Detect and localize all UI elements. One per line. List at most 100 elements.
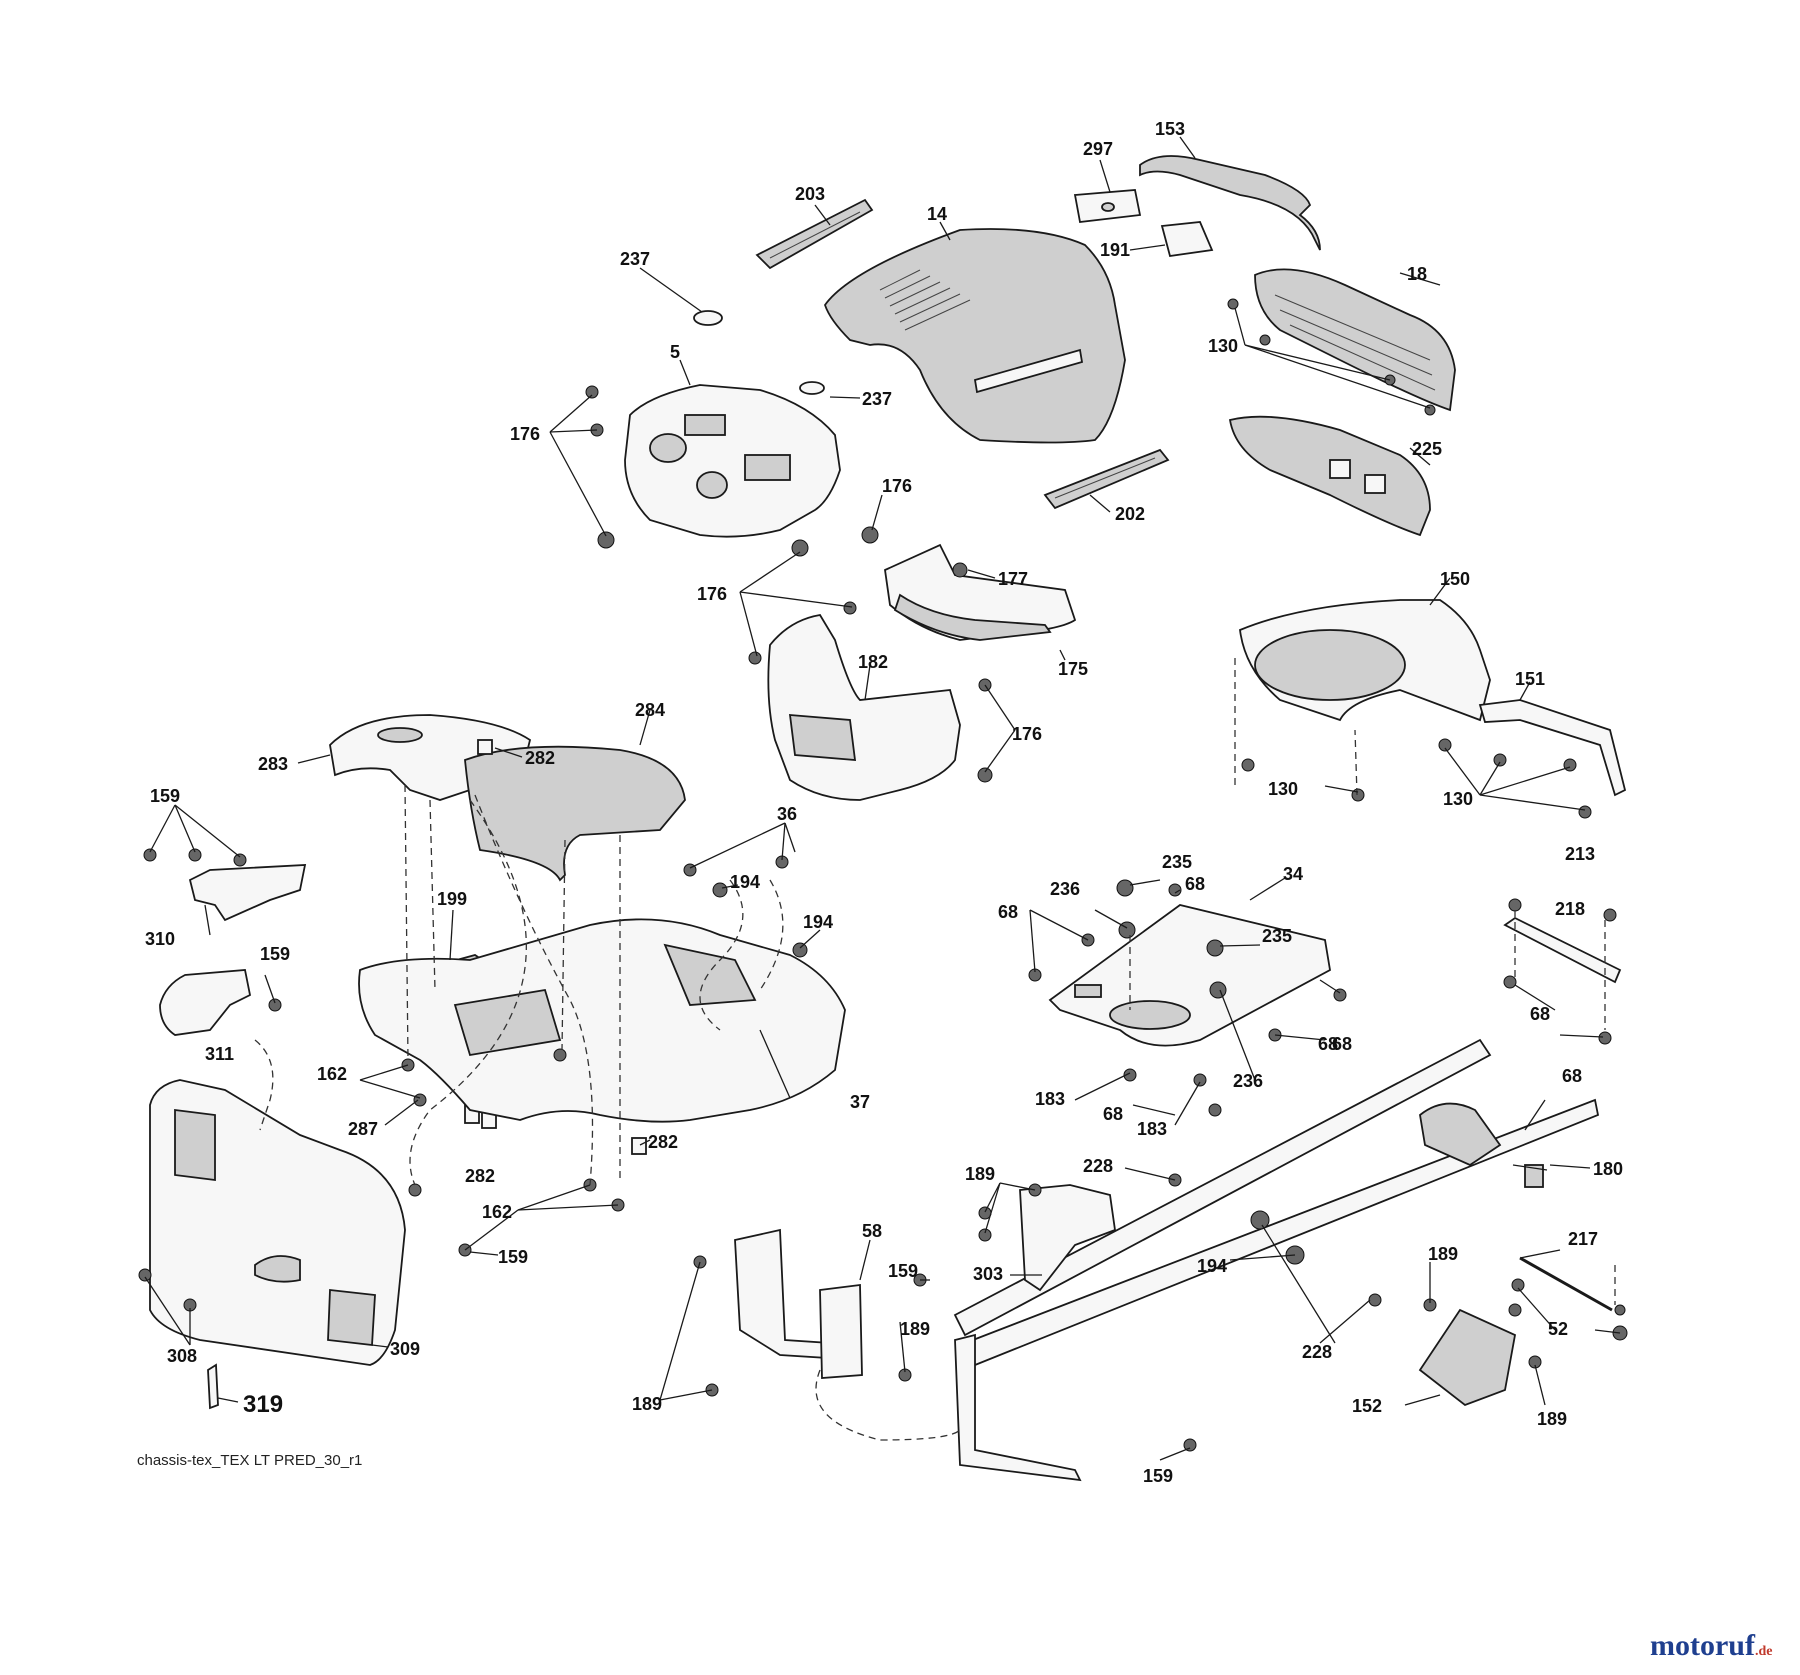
callout-label: 36 — [777, 804, 797, 824]
part-218-bracket — [1503, 916, 1622, 984]
part-151-bracket — [1478, 699, 1627, 797]
callout-label: 14 — [927, 204, 947, 224]
callout-label: 213 — [1565, 844, 1595, 864]
part-237-plug-top — [693, 310, 723, 326]
callout-label: 303 — [973, 1264, 1003, 1284]
part-175-bracket — [884, 543, 1077, 641]
callout-label: 236 — [1050, 879, 1080, 899]
callout-label: 183 — [1035, 1089, 1065, 1109]
callout-label: 310 — [145, 929, 175, 949]
callout-label: 191 — [1100, 240, 1130, 260]
callout-label: 159 — [888, 1261, 918, 1281]
callout-label: 283 — [258, 754, 288, 774]
callout-label: 228 — [1083, 1156, 1113, 1176]
part-297-block — [1073, 189, 1142, 223]
part-284-seat — [464, 745, 686, 882]
callout-label: 162 — [317, 1064, 347, 1084]
callout-label: 34 — [1283, 864, 1303, 884]
callout-label: 180 — [1593, 1159, 1623, 1179]
callout-label: 130 — [1443, 789, 1473, 809]
part-282-clips — [464, 739, 647, 1155]
callout-label: 68 — [1562, 1066, 1582, 1086]
callout-label: 159 — [498, 1247, 528, 1267]
callout-label: 194 — [1197, 1256, 1227, 1276]
part-180-frame — [953, 1038, 1600, 1482]
part-153-trim — [1139, 155, 1321, 251]
callout-label: 203 — [795, 184, 825, 204]
callout-label: 309 — [390, 1339, 420, 1359]
bolts — [138, 298, 1628, 1452]
callout-label: 282 — [465, 1166, 495, 1186]
callout-label: 218 — [1555, 899, 1585, 919]
callout-label: 176 — [1012, 724, 1042, 744]
callout-label: 311 — [205, 1044, 234, 1064]
part-303-plate — [1019, 1184, 1116, 1292]
svg-text:motoruf.de: motoruf.de — [1650, 1629, 1772, 1662]
part-182-dash-lower — [767, 614, 961, 801]
callout-label: 177 — [998, 569, 1028, 589]
callout-label: 319 — [243, 1391, 283, 1418]
callout-label: 236 — [1233, 1071, 1263, 1091]
callout-label: 151 — [1515, 669, 1545, 689]
callout-label: 217 — [1568, 1229, 1598, 1249]
callout-label: 189 — [1537, 1409, 1567, 1429]
part-177-nut — [952, 562, 968, 578]
callout-label: 68 — [1103, 1104, 1123, 1124]
callout-label: 150 — [1440, 569, 1470, 589]
callout-label: 182 — [858, 652, 888, 672]
callout-label: 183 — [1137, 1119, 1167, 1139]
callout-label: 130 — [1268, 779, 1298, 799]
callout-label: 176 — [697, 584, 727, 604]
callout-label: 308 — [167, 1346, 197, 1366]
part-237-plug-mid — [799, 381, 825, 395]
part-37-body — [358, 918, 846, 1123]
callout-label: 5 — [670, 342, 680, 362]
callout-label: 153 — [1155, 119, 1185, 139]
watermark-brand: motoruf — [1650, 1629, 1756, 1662]
assembly-dashes — [254, 655, 1616, 1441]
callout-label: 282 — [525, 748, 555, 768]
callout-label: 235 — [1262, 926, 1292, 946]
callout-label: 237 — [620, 249, 650, 269]
callout-label: 194 — [730, 872, 760, 892]
part-311-bracket — [159, 969, 252, 1036]
callout-label: 159 — [150, 786, 180, 806]
part-202-vent — [1043, 448, 1170, 510]
part-58-bracket — [734, 1228, 863, 1379]
callout-label: 225 — [1412, 439, 1442, 459]
part-150-shroud — [1239, 599, 1491, 722]
part-5-dash-panel — [624, 384, 841, 538]
callout-label: 159 — [260, 944, 290, 964]
callout-label: 297 — [1083, 139, 1113, 159]
diagram-caption: chassis-tex_TEX LT PRED_30_r1 — [137, 1452, 362, 1469]
callout-label: 235 — [1162, 852, 1192, 872]
part-191-block — [1160, 221, 1214, 258]
callout-label: 130 — [1208, 336, 1238, 356]
watermark: motoruf.de — [1650, 1629, 1772, 1662]
callout-label: 68 — [998, 902, 1018, 922]
callout-label: 152 — [1352, 1396, 1382, 1416]
callout-label: 199 — [437, 889, 467, 909]
part-310-bracket — [188, 864, 307, 922]
callout-label: 159 — [1143, 1466, 1173, 1486]
callout-label: 52 — [1548, 1319, 1568, 1339]
callout-label: 237 — [862, 389, 892, 409]
callout-label: 162 — [482, 1202, 512, 1222]
callout-labels: 153 297 203 14 191 18 237 130 5 237 176 … — [145, 119, 1623, 1486]
callout-label: 68 — [1530, 1004, 1550, 1024]
callout-label: 68 — [1318, 1034, 1338, 1054]
part-225-grille-back — [1228, 415, 1431, 537]
callout-label: 189 — [965, 1164, 995, 1184]
part-14-hood — [824, 228, 1126, 444]
callout-label: 282 — [648, 1132, 678, 1152]
callout-label: 68 — [1185, 874, 1205, 894]
part-203-vent — [755, 198, 874, 270]
callout-label: 287 — [348, 1119, 378, 1139]
callout-label: 37 — [850, 1092, 870, 1112]
part-217-rod — [1519, 1256, 1613, 1312]
callout-label: 228 — [1302, 1342, 1332, 1362]
callout-label: 58 — [862, 1221, 882, 1241]
callout-label: 194 — [803, 912, 833, 932]
part-152-plate — [1418, 1308, 1517, 1407]
